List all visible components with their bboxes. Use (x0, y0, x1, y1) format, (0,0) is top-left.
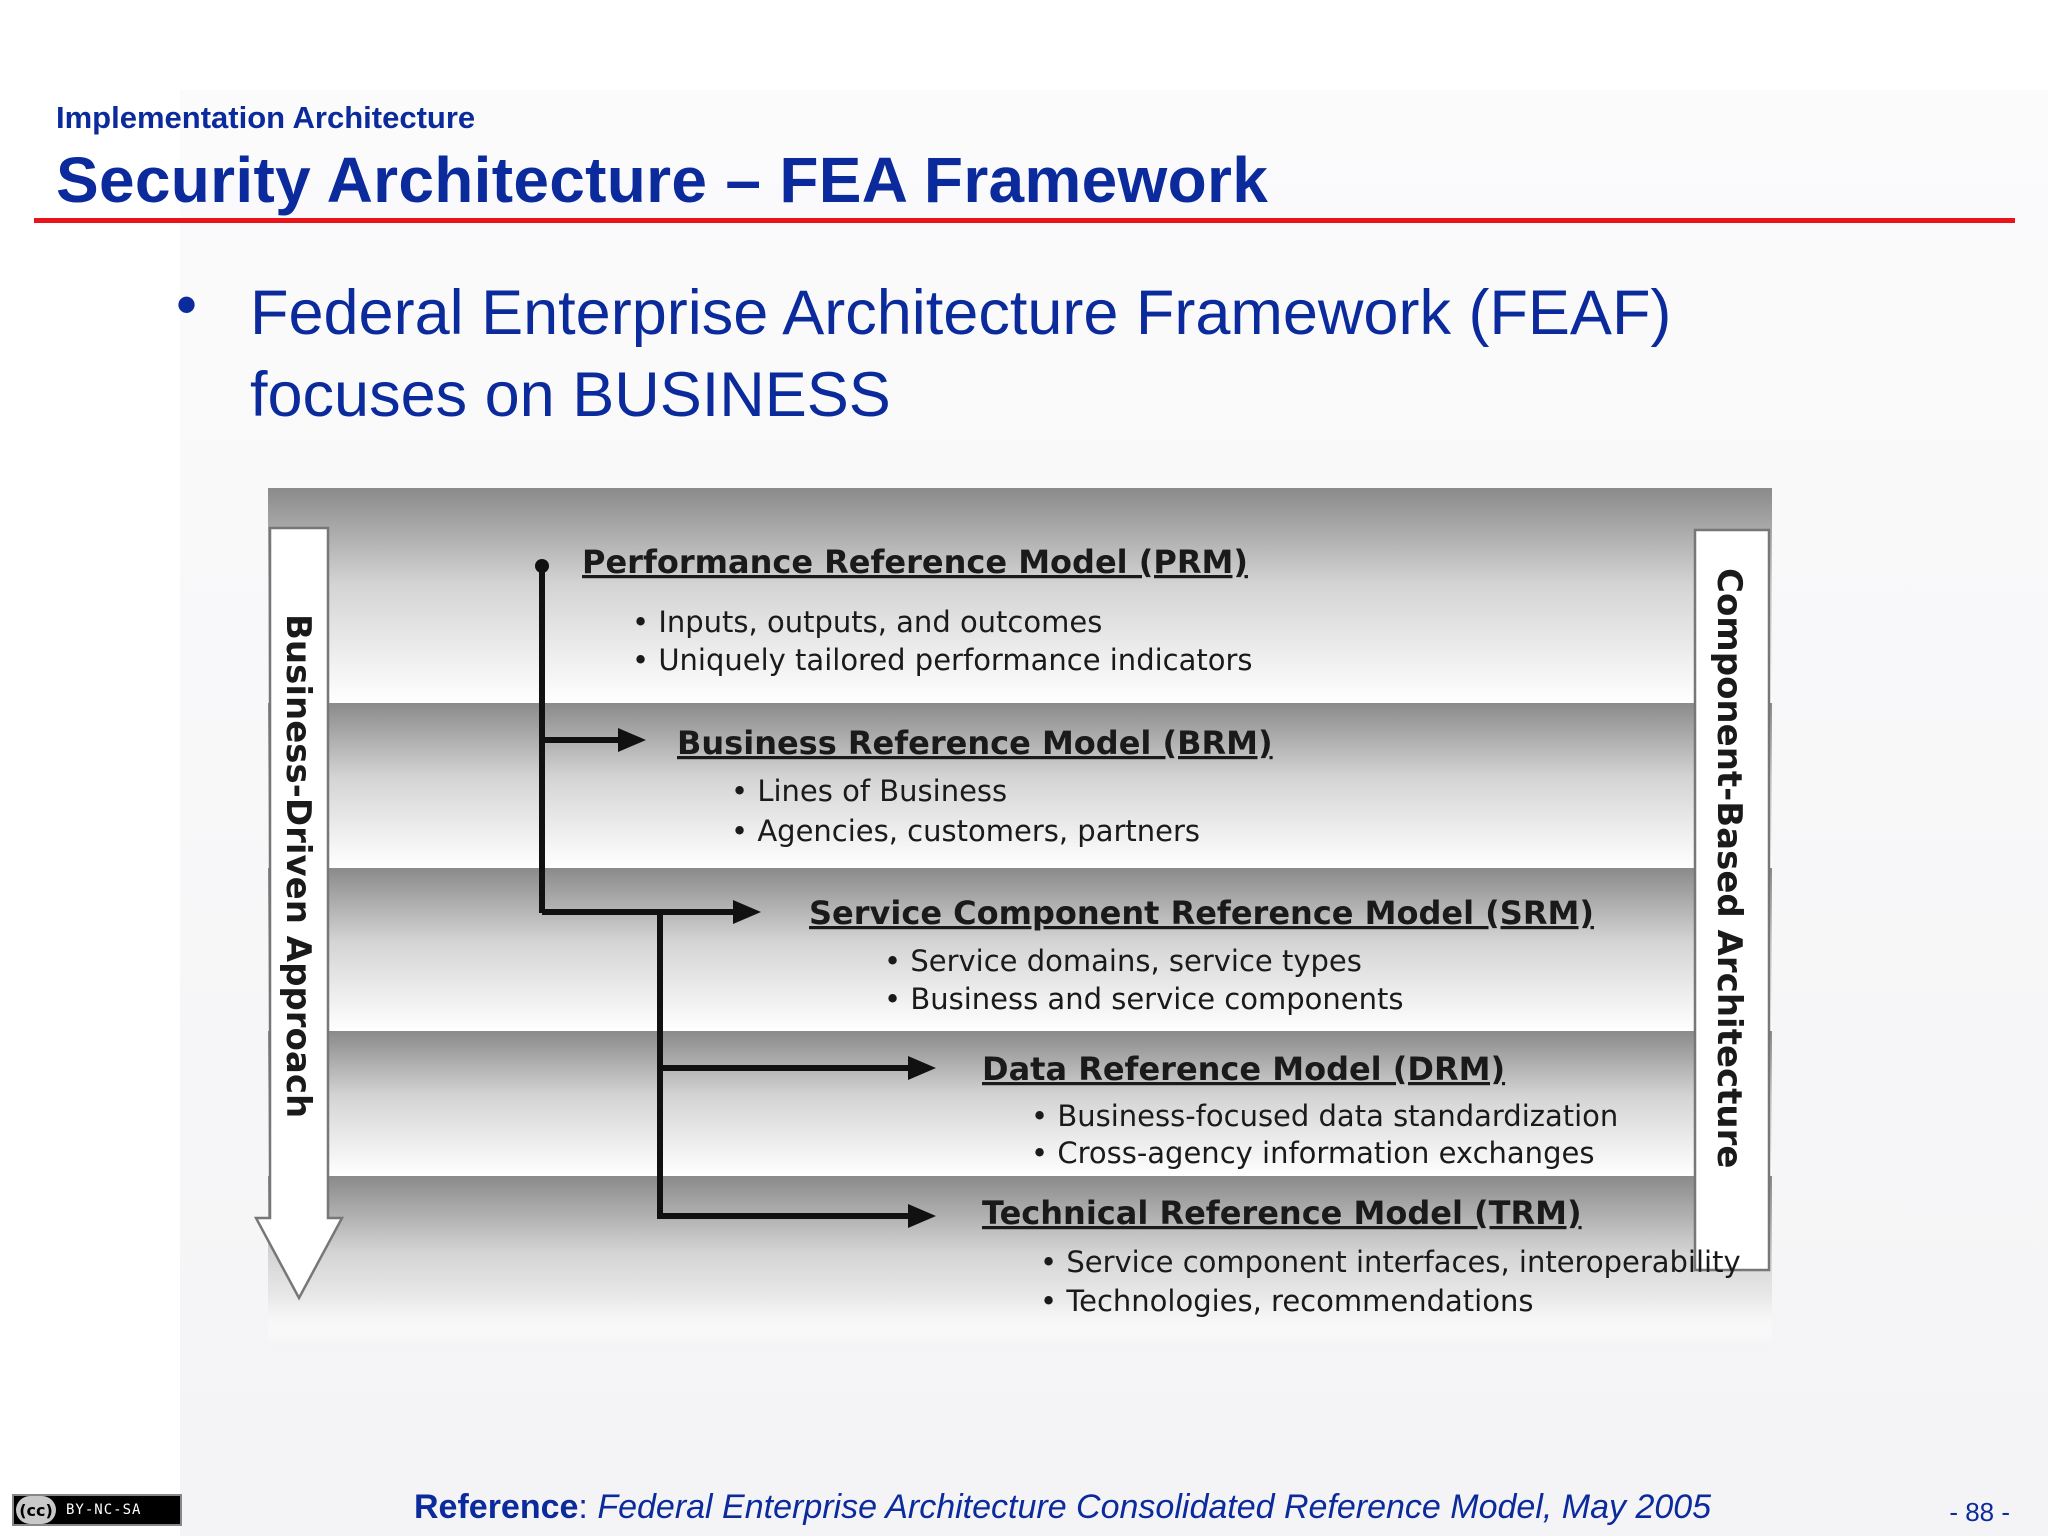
prm-item-1: Inputs, outputs, and outcomes (658, 605, 1102, 639)
cc-license-text: BY-NC-SA (66, 1502, 142, 1518)
reference-text: Federal Enterprise Architecture Consolid… (597, 1488, 1712, 1526)
drm-bullet-2: • Cross-agency information exchanges (1031, 1136, 1594, 1170)
business-driven-arrow (253, 526, 345, 1301)
trunk-start-dot (535, 559, 549, 573)
brm-bullet-1: • Lines of Business (731, 774, 1007, 808)
trm-item-2: Technologies, recommendations (1065, 1284, 1533, 1318)
cc-icon: (cc) (16, 1496, 56, 1524)
arrowhead-brm (618, 728, 646, 752)
bullet-line-2: focuses on BUSINESS (250, 360, 891, 430)
cc-license-badge: (cc) BY-NC-SA (12, 1494, 182, 1526)
srm-item-1: Service domains, service types (910, 944, 1362, 978)
prm-bullet-1: • Inputs, outputs, and outcomes (632, 605, 1102, 639)
band-bottom-fade (268, 1300, 1772, 1346)
band-prm (268, 488, 1772, 703)
section-subtitle: Implementation Architecture (56, 100, 476, 135)
srm-title: Service Component Reference Model (SRM) (809, 894, 1594, 932)
right-box-label: Component-Based Architecture (1709, 568, 1749, 1168)
title-underline (34, 218, 2015, 223)
trm-bullet-1: • Service component interfaces, interope… (1040, 1245, 1741, 1279)
brm-bullet-2: • Agencies, customers, partners (731, 814, 1200, 848)
bullet-line-1: Federal Enterprise Architecture Framewor… (250, 278, 1672, 348)
srm-bullet-2: • Business and service components (884, 982, 1403, 1016)
band-brm (268, 703, 1772, 868)
left-arrow-label: Business-Driven Approach (278, 614, 318, 1118)
brm-title: Business Reference Model (BRM) (677, 724, 1273, 762)
reference-separator: : (578, 1488, 598, 1526)
brm-item-1: Lines of Business (757, 774, 1007, 808)
component-based-box (1693, 528, 1771, 1272)
bullet-marker: • (176, 271, 198, 338)
brm-item-2: Agencies, customers, partners (757, 814, 1200, 848)
trm-item-1: Service component interfaces, interopera… (1066, 1245, 1740, 1279)
page-number: - 88 - (1949, 1497, 2010, 1527)
reference-line: Reference: Federal Enterprise Architectu… (414, 1488, 1711, 1527)
srm-item-2: Business and service components (910, 982, 1403, 1016)
reference-label: Reference (414, 1488, 579, 1526)
arrowhead-drm (908, 1056, 936, 1080)
drm-item-1: Business-focused data standardization (1057, 1099, 1618, 1133)
slide-title: Security Architecture – FEA Framework (56, 144, 1269, 216)
trm-title: Technical Reference Model (TRM) (982, 1194, 1582, 1232)
prm-title: Performance Reference Model (PRM) (582, 543, 1248, 581)
arrowhead-trm (908, 1204, 936, 1228)
trm-bullet-2: • Technologies, recommendations (1040, 1284, 1533, 1318)
drm-item-2: Cross-agency information exchanges (1057, 1136, 1594, 1170)
drm-title: Data Reference Model (DRM) (982, 1050, 1505, 1088)
prm-item-2: Uniquely tailored performance indicators (658, 643, 1252, 677)
drm-bullet-1: • Business-focused data standardization (1031, 1099, 1618, 1133)
band-srm (268, 868, 1772, 1031)
srm-bullet-1: • Service domains, service types (884, 944, 1362, 978)
bullet-text: Federal Enterprise Architecture Framewor… (250, 272, 1900, 436)
band-drm (268, 1031, 1772, 1176)
prm-bullet-2: • Uniquely tailored performance indicato… (632, 643, 1253, 677)
arrowhead-srm (733, 900, 761, 924)
